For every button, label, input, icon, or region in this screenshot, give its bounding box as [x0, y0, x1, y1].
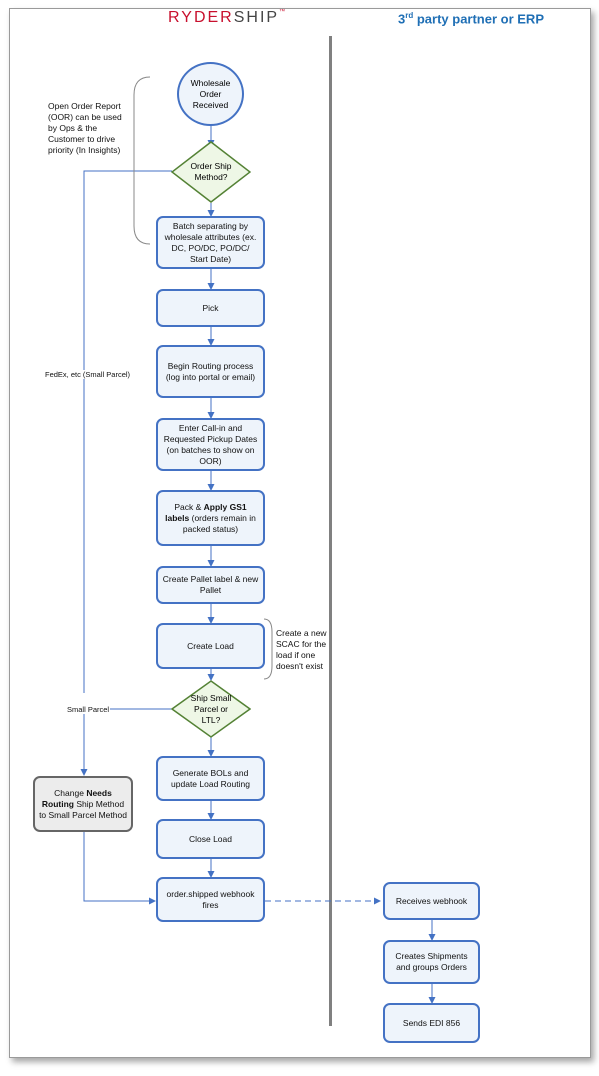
oor-bracket — [133, 76, 151, 245]
arrow-fedex-branch — [83, 170, 172, 693]
partner-sup: rd — [405, 11, 414, 20]
pack-text-a: Pack & — [174, 501, 204, 512]
partner-rest: party partner or ERP — [413, 11, 544, 27]
send-edi-node: Sends EDI 856 — [383, 1003, 480, 1043]
receives-webhook-node: Receives webhook — [383, 882, 480, 920]
diagram-page — [9, 8, 591, 1058]
routing-node: Begin Routing process (log into portal o… — [156, 345, 265, 398]
call-in-node: Enter Call-in and Requested Pickup Dates… — [156, 418, 265, 471]
change-text: Change Needs Routing Ship Method to Smal… — [39, 788, 127, 821]
change-ship-method-node: Change Needs Routing Ship Method to Smal… — [33, 776, 133, 832]
pack-node: Pack & Apply GS1 labels (orders remain i… — [156, 490, 265, 546]
change-text-c: Ship Method to Small Parcel Method — [39, 798, 127, 820]
diamond-shape-2 — [171, 680, 251, 738]
small-parcel-label: Small Parcel — [66, 705, 111, 714]
brand-part2: SHIP — [233, 9, 280, 26]
partner-heading: 3rd party partner or ERP — [398, 11, 544, 26]
pack-text-c: (orders remain in packed status) — [182, 512, 256, 534]
partner-prefix: 3 — [398, 11, 406, 27]
batch-node: Batch separating by wholesale attributes… — [156, 216, 265, 269]
pallet-node: Create Pallet label & new Pallet — [156, 566, 265, 604]
diamond-shape — [171, 141, 251, 203]
start-node: Wholesale Order Received — [177, 62, 244, 126]
change-text-a: Change — [54, 787, 87, 798]
scac-bracket — [263, 618, 273, 680]
scac-note: Create a new SCAC for the load if one do… — [276, 628, 327, 671]
change-text-b: Needs Routing — [41, 787, 112, 809]
creates-shipments-node: Creates Shipments and groups Orders — [383, 940, 480, 984]
create-load-node: Create Load — [156, 623, 265, 669]
pack-text-b: Apply GS1 labels — [165, 501, 247, 523]
webhook-node: order.shipped webhook fires — [156, 877, 265, 922]
ship-method-decision: Order Ship Method? — [171, 141, 251, 203]
close-load-node: Close Load — [156, 819, 265, 859]
fedex-label: FedEx, etc (Small Parcel) — [44, 370, 132, 379]
pack-text: Pack & Apply GS1 labels (orders remain i… — [162, 502, 259, 535]
rydership-logo: RYDERSHIP™ — [168, 9, 285, 27]
ship-ltl-label: Ship Small Parcel or LTL? — [190, 692, 232, 725]
oor-note: Open Order Report (OOR) can be used by O… — [48, 101, 122, 155]
lane-divider — [329, 36, 332, 1026]
pick-node: Pick — [156, 289, 265, 327]
brand-tm: ™ — [279, 9, 286, 15]
bols-node: Generate BOLs and update Load Routing — [156, 756, 265, 801]
brand-part1: RYDER — [168, 9, 234, 26]
arrow-change-to-webhook — [83, 831, 156, 905]
ship-method-label: Order Ship Method? — [190, 161, 232, 182]
ship-ltl-decision: Ship Small Parcel or LTL? — [171, 680, 251, 738]
